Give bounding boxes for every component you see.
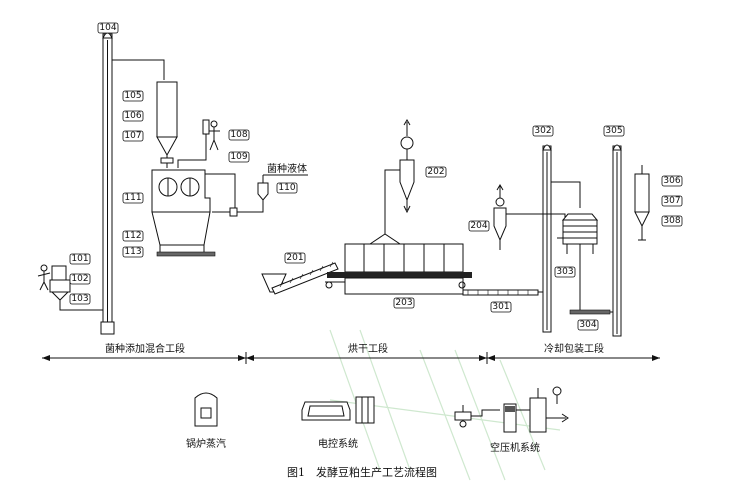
tag-304: 304 [579, 320, 596, 330]
section-drying-label: 烘干工段 [348, 342, 388, 355]
tag-307: 307 [663, 196, 680, 206]
bucket-elevator-305 [610, 144, 622, 337]
section-divider [42, 352, 660, 364]
silo-105 [156, 81, 178, 168]
tag-308: 308 [663, 216, 680, 226]
tag-103: 103 [71, 294, 88, 304]
legend-control-label: 电控系统 [318, 437, 358, 450]
cyclone-202 [384, 119, 415, 234]
bucket-elevator-104 [100, 32, 115, 335]
liquid-tank-110 [205, 173, 308, 217]
section-cooling-label: 冷却包装工段 [544, 342, 604, 355]
figure-caption: 图1 发酵豆粕生产工艺流程图 [287, 465, 437, 479]
section-mixing-label: 菌种添加混合工段 [105, 342, 185, 355]
tag-203: 203 [395, 298, 412, 308]
packing-silo-306 [634, 165, 650, 241]
tag-108: 108 [230, 130, 247, 140]
liquid-label: 菌种液体 [267, 162, 307, 175]
tag-113: 113 [124, 247, 141, 257]
number-tags: 104 105 106 107 108 109 110 111 112 113 … [69, 22, 683, 331]
tag-105: 105 [124, 91, 141, 101]
tag-303: 303 [556, 267, 573, 277]
tag-201: 201 [286, 253, 303, 263]
air-compressor-icon [454, 386, 569, 433]
tag-109: 109 [230, 152, 247, 162]
tag-106: 106 [124, 111, 141, 121]
hopper-201 [261, 261, 339, 295]
control-system-icon [301, 396, 375, 424]
worker-108 [177, 119, 220, 168]
tag-306: 306 [663, 176, 680, 186]
tag-202: 202 [427, 167, 444, 177]
boiler-icon [194, 392, 218, 427]
feeder-unit [37, 264, 103, 311]
tag-204: 204 [470, 221, 487, 231]
cyclone-204 [493, 184, 566, 250]
tag-107: 107 [124, 131, 141, 141]
tag-305: 305 [605, 126, 622, 136]
tag-301: 301 [492, 302, 509, 312]
tag-104: 104 [99, 23, 116, 33]
conveyor-301 [462, 289, 543, 296]
tag-111: 111 [124, 193, 141, 203]
dryer-203 [325, 233, 472, 295]
tag-110: 110 [278, 183, 295, 193]
legend-air-label: 空压机系统 [490, 441, 540, 454]
tag-102: 102 [71, 274, 88, 284]
tag-302: 302 [534, 126, 551, 136]
tag-112: 112 [124, 231, 141, 241]
mixer-111 [151, 169, 216, 257]
bucket-elevator-302 [542, 144, 552, 333]
tag-101: 101 [71, 254, 88, 264]
cooler-303 [551, 181, 611, 315]
legend-boiler-label: 锅炉蒸汽 [186, 437, 226, 450]
